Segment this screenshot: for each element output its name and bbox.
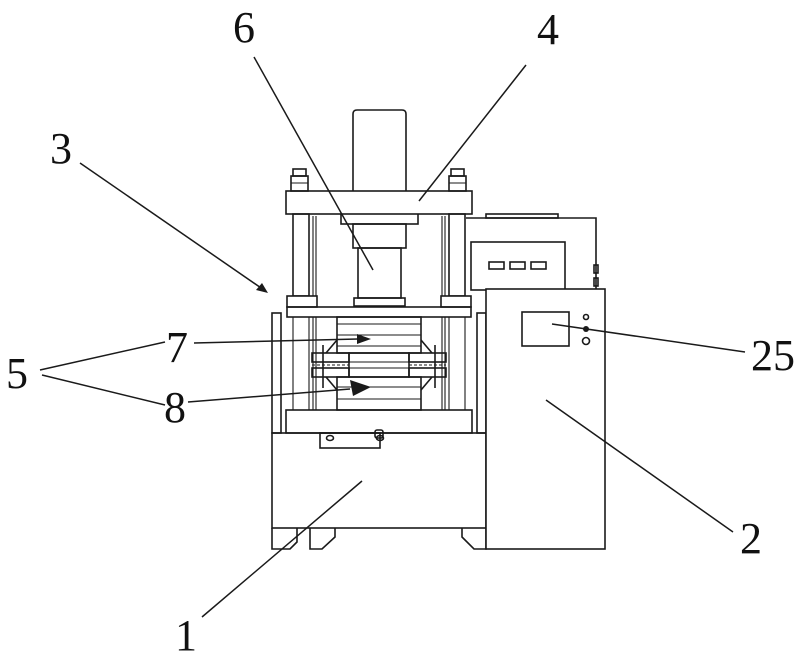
rear-box-outline (466, 217, 597, 290)
cabinet-display (521, 311, 570, 347)
rear-box-latch-2 (593, 277, 599, 287)
left-clamp-brace-lower (325, 376, 338, 391)
leader-lines (39, 56, 746, 618)
leader-1 (201, 480, 363, 618)
label-25: 25 (751, 331, 795, 380)
cylinder-neck (352, 223, 407, 249)
left-clamp-lower-bar (311, 367, 350, 378)
nut-left-upper (292, 168, 307, 177)
cylinder-body (352, 109, 407, 191)
crossbeam-plate (285, 190, 473, 215)
reference-labels: 6 4 3 5 7 8 25 2 1 (6, 3, 795, 660)
foot-left-inner (309, 528, 336, 550)
label-1: 1 (175, 611, 197, 660)
cabinet-body (485, 288, 606, 550)
leader-25 (551, 323, 746, 353)
lower-mold (336, 376, 422, 411)
platen-plate (286, 306, 472, 318)
right-clamp-brace-lower (420, 376, 433, 391)
guard-left-outer (271, 312, 282, 434)
side-guards (271, 312, 487, 434)
column-right (448, 213, 466, 297)
label-8: 8 (164, 383, 186, 432)
right-clamp-brace-upper (420, 339, 433, 354)
upper-mold (336, 316, 422, 354)
leader-8 (187, 388, 351, 403)
lower-mold-body (336, 376, 422, 411)
rear-box-top-strip (485, 213, 559, 219)
rear-box-front-panel (470, 241, 566, 291)
indicator-window-1 (488, 261, 505, 270)
left-clamp-brace-upper (325, 339, 338, 354)
foot-right (461, 528, 487, 550)
indicator-window-3 (530, 261, 547, 270)
leader-6 (253, 56, 374, 271)
rear-electrical-box (466, 213, 599, 291)
leader-5-to-8 (41, 374, 166, 406)
leader-3-arrowhead (256, 283, 268, 293)
column-left (292, 213, 310, 297)
frame-columns (292, 213, 466, 297)
rear-box-latch-1 (593, 264, 599, 274)
leader-7-arrowhead (357, 334, 371, 344)
leader-2 (545, 399, 734, 533)
moving-platen (286, 295, 472, 318)
mold-middle-ring (348, 352, 410, 378)
label-2: 2 (740, 514, 762, 563)
label-3: 3 (50, 124, 72, 173)
leader-3 (79, 162, 265, 291)
foot-left-outer (271, 528, 298, 550)
hydraulic-cylinder (340, 109, 419, 307)
top-crossbeam (285, 168, 473, 215)
mold-assembly (311, 316, 447, 411)
nameplate-screw-left (325, 434, 335, 442)
leader-4 (418, 64, 527, 202)
indicator-light-small (582, 313, 590, 321)
right-clamp-lower-bar (408, 367, 447, 378)
leader-5-to-7 (39, 341, 166, 371)
piston-head (353, 297, 406, 307)
left-clamp (311, 339, 350, 391)
platen-block-left (286, 295, 318, 308)
label-6: 6 (233, 3, 255, 52)
indicator-light-button (581, 336, 591, 346)
leader-7 (193, 338, 359, 344)
platen-block-right (440, 295, 472, 308)
left-clamp-upper-bar (311, 352, 350, 363)
right-clamp-upper-bar (408, 352, 447, 363)
label-7: 7 (166, 323, 188, 372)
label-4: 4 (537, 5, 559, 54)
nut-right-upper (450, 168, 465, 177)
control-cabinet (485, 288, 606, 550)
indicator-window-2 (509, 261, 526, 270)
leader-8-arrowhead (350, 380, 371, 396)
label-5: 5 (6, 349, 28, 398)
right-clamp (408, 339, 447, 391)
guard-right-outer (476, 312, 487, 434)
nameplate-knob (374, 429, 384, 439)
